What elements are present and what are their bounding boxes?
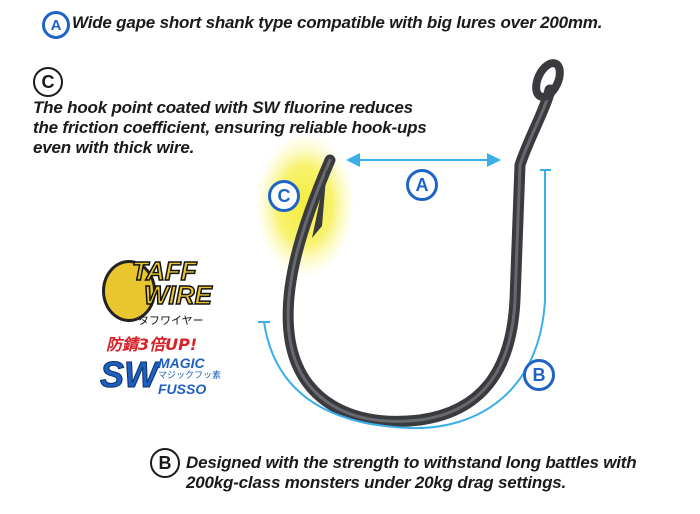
sw-fusso-magic: MAGIC [158,355,205,371]
taff-wire-line-2: WIRE [143,280,212,310]
taff-wire-katakana: タフワイヤー [138,314,204,327]
sw-fusso-top: 防錆3倍UP! [106,335,198,354]
diagram-label-b: B [523,359,555,391]
sw-fusso-katakana: マジックフッ素 [158,371,222,381]
feature-c-text: The hook point coated with SW fluorine r… [33,98,427,158]
hook-eye [532,59,564,101]
feature-a-text: Wide gape short shank type compatible wi… [72,13,603,32]
feature-c-line-2: the friction coefficient, ensuring relia… [33,118,427,137]
sw-fusso-sw: SW [100,354,159,395]
feature-b-line-2: 200kg-class monsters under 20kg drag set… [186,473,567,492]
feature-b-text: Designed with the strength to withstand … [186,453,637,493]
taff-wire-line-1: TAFF [131,256,197,286]
dimension-b-arc [263,170,546,430]
diagram-label-a: A [406,169,438,201]
diagram-label-c: C [268,180,300,212]
feature-b-marker: B [150,448,180,478]
feature-c-line-1: The hook point coated with SW fluorine r… [33,98,413,117]
dimension-a-arrow-right [487,153,501,167]
feature-b-line-1: Designed with the strength to withstand … [186,453,637,472]
hook-barb [312,166,327,238]
sw-fusso-fusso: FUSSO [158,381,207,397]
feature-c-line-3: even with thick wire. [33,138,195,157]
taff-wire-logo: TAFF WIRE タフワイヤー [98,256,244,328]
dimension-a-arrow-left [346,153,360,167]
feature-a-marker: A [42,11,70,39]
sw-fusso-logo: 防錆3倍UP! SW MAGIC マジックフッ素 FUSSO [100,336,240,406]
feature-c-marker: C [33,67,63,97]
